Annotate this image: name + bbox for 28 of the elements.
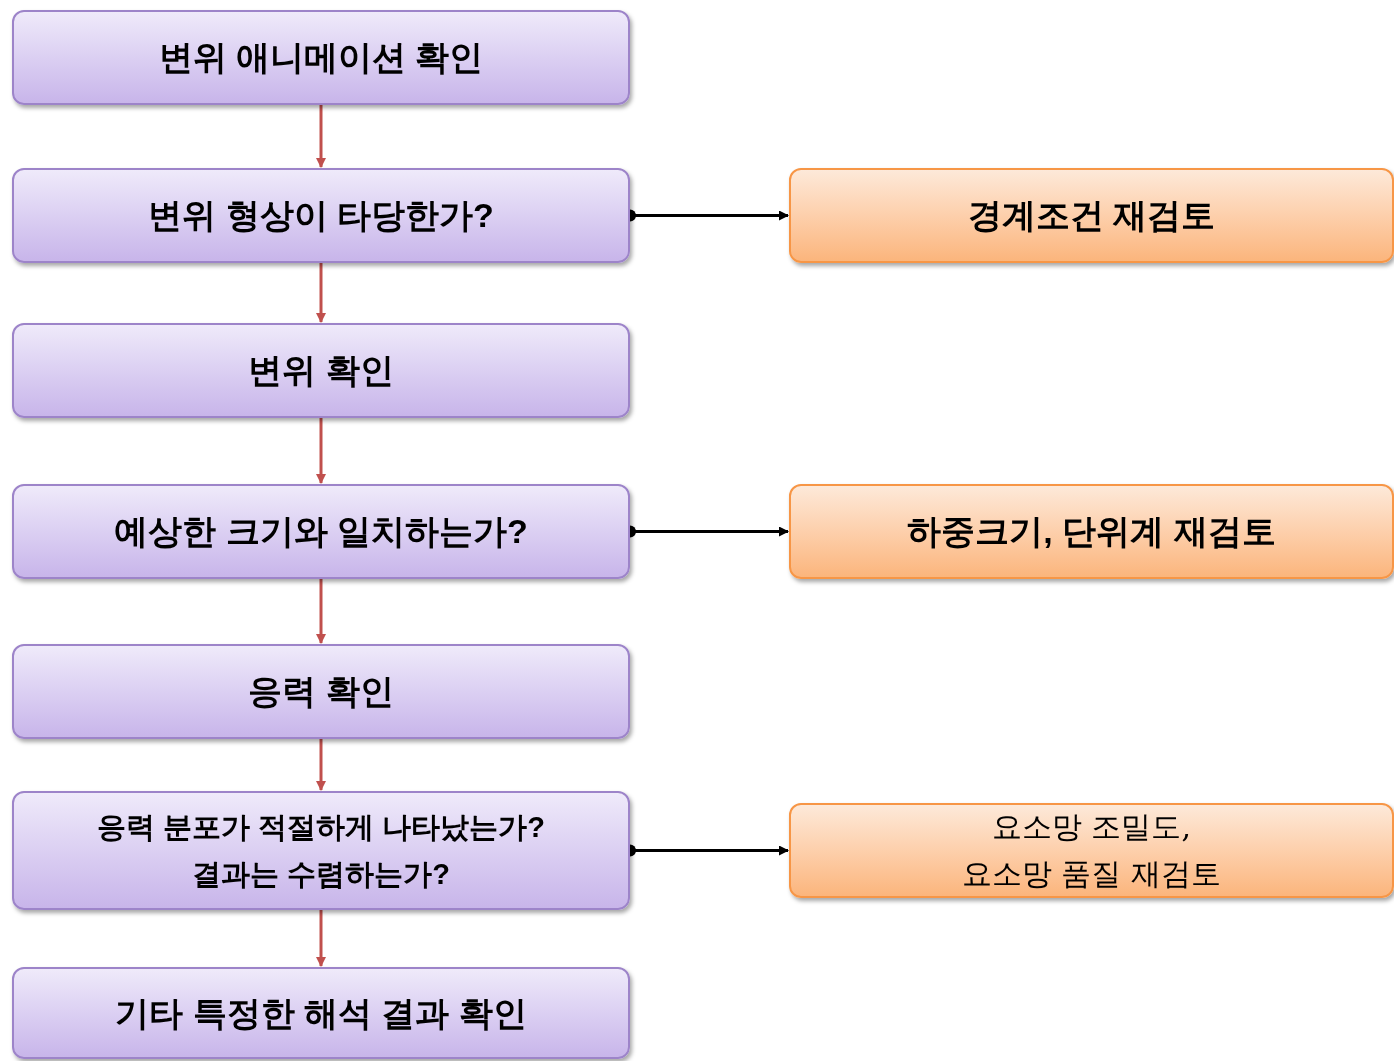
box-label: 예상한 크기와 일치하는가? — [114, 511, 528, 553]
box-label: 응력 분포가 적절하게 나타났는가? — [97, 810, 545, 846]
box-label: 변위 확인 — [248, 350, 394, 392]
process-box — [12, 323, 630, 418]
box-label: 결과는 수렴하는가? — [192, 856, 450, 892]
process-box — [12, 168, 630, 263]
arrow — [316, 739, 326, 791]
box-label: 요소망 품질 재검토 — [961, 854, 1222, 893]
review-box — [789, 484, 1394, 579]
box-label: 변위 애니메이션 확인 — [158, 37, 484, 79]
arrow — [316, 579, 326, 644]
process-box — [12, 484, 630, 579]
process-box — [12, 10, 630, 105]
box-label: 기타 특정한 해석 결과 확인 — [115, 992, 527, 1034]
process-box — [12, 791, 630, 910]
box-label: 하중크기, 단위계 재검토 — [907, 511, 1276, 553]
process-box — [12, 644, 630, 739]
box-label: 요소망 조밀도, — [991, 808, 1192, 846]
process-box — [12, 967, 630, 1059]
arrow — [316, 910, 326, 967]
arrow — [316, 418, 326, 484]
box-label: 경계조건 재검토 — [967, 195, 1216, 237]
box-label: 변위 형상이 타당한가? — [148, 195, 494, 237]
review-box — [789, 803, 1394, 898]
box-label: 응력 확인 — [248, 671, 394, 713]
review-box — [789, 168, 1394, 263]
arrow — [316, 263, 326, 323]
arrow — [316, 105, 326, 168]
